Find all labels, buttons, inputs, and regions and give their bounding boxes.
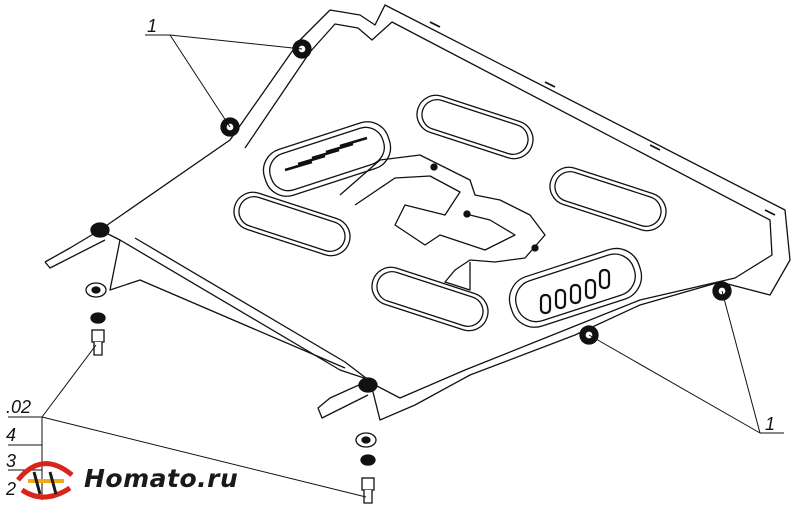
slot-bottom [371,266,489,332]
callout-label-top-left: 1 [147,16,157,36]
brand-logo [16,461,74,500]
callout-label-bottom-right: 1 [765,414,775,434]
hardware-stack-left [85,222,110,356]
parts-list-item: 3 [6,451,16,471]
slot-top-right [416,94,534,160]
slot-right [549,166,667,232]
vent-louvers-left [284,136,368,172]
slot-left [233,191,351,257]
brand-name: Homato.ru [84,464,239,493]
skid-plate-outline [99,4,791,421]
parts-list-leaders [8,344,367,500]
callout-leaders-top-left [145,34,303,128]
vent-panel-right [508,247,643,328]
vent-louvers-right [539,268,611,315]
callout-leaders-bottom-right [588,290,784,434]
parts-list-item: 4 [6,425,16,445]
parts-list-item: .02 [6,397,31,417]
center-rib [339,154,546,291]
skid-plate-inner-edge [134,21,773,399]
hardware-stack-right [355,377,378,504]
parts-list-item: 2 [5,479,16,499]
vent-panel-left [262,121,392,197]
